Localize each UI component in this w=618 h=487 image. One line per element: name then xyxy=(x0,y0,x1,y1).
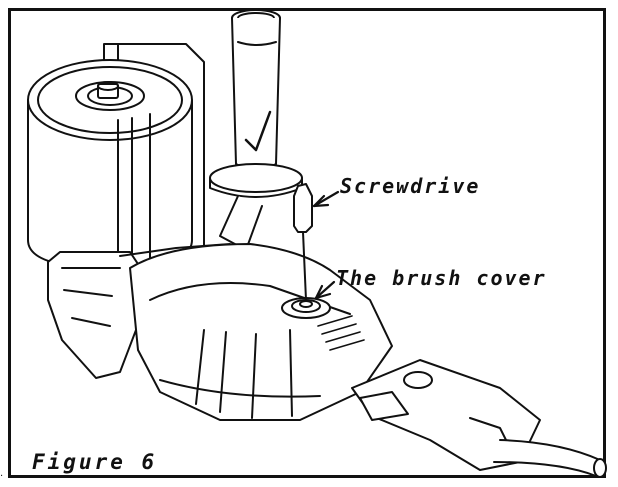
screwdriver-label: Screwdrive xyxy=(340,174,481,198)
gear-housing xyxy=(47,243,231,379)
vent-slots xyxy=(317,315,365,351)
rear-handle xyxy=(351,359,541,471)
leader-arrows xyxy=(312,190,340,300)
grinding-wheel xyxy=(27,59,193,269)
wheel-nut xyxy=(75,81,145,111)
brush-cover-label: The brush cover xyxy=(336,266,547,290)
power-cord xyxy=(493,439,607,478)
side-handle xyxy=(209,9,303,251)
screwdriver xyxy=(293,183,313,301)
figure-caption: Figure 6 xyxy=(32,450,158,474)
stray-mark: . xyxy=(0,468,4,479)
